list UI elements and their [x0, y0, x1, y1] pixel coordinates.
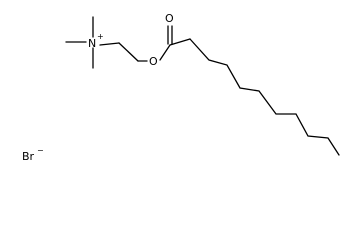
bond-n-c1	[99, 42, 120, 46]
bond-lines	[65, 16, 340, 156]
structure-canvas: N + O O Br −	[22, 12, 340, 163]
ester-oxygen-label: O	[149, 55, 158, 68]
bond-c1-c2	[118, 42, 139, 62]
nitrogen-label: N	[88, 37, 96, 50]
alkyl-chain	[189, 38, 340, 156]
bromide-label: Br	[22, 150, 35, 163]
bond-carbonyl-c-chain	[169, 38, 191, 46]
bromide-charge: −	[37, 146, 44, 155]
molecule-svg: N + O O Br −	[22, 12, 340, 163]
nitrogen-charge: +	[97, 32, 104, 41]
carbonyl-oxygen-label: O	[165, 12, 174, 25]
bond-o-carbonyl-c	[159, 44, 171, 61]
